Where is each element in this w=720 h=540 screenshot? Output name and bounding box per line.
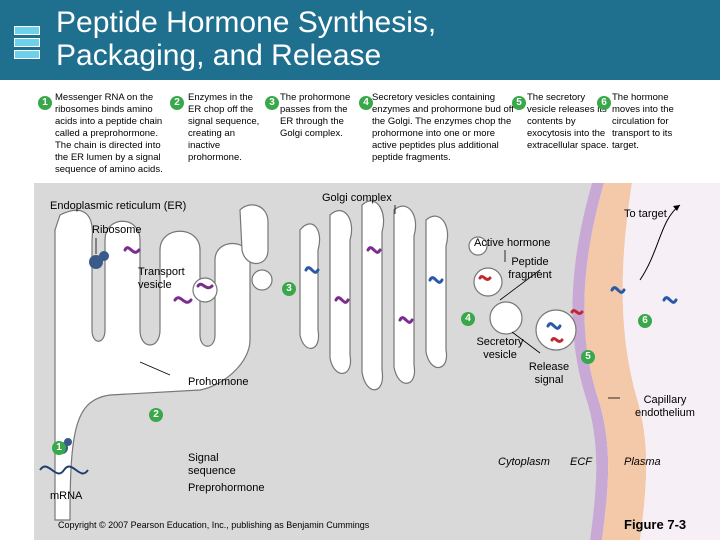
ecf-label: ECF [570, 456, 592, 468]
cytoplasm-label: Cytoplasm [498, 456, 550, 468]
er-label: Endoplasmic reticulum (ER) [50, 200, 187, 212]
capillary-endothelium-label: Capillary endothelium [635, 394, 695, 419]
transport-vesicle-label: Transport vesicle [138, 266, 185, 291]
figure-number: Figure 7-3 [624, 517, 687, 532]
plasma-region [622, 183, 720, 540]
signal-sequence-label: Signal sequence [188, 452, 236, 477]
page-title: Peptide Hormone Synthesis, Packaging, an… [56, 6, 436, 72]
copyright-text: Copyright © 2007 Pearson Education, Inc.… [58, 520, 370, 530]
secretory-vesicle-label: Secretory vesicle [476, 336, 524, 361]
to-target-arrow [639, 204, 681, 281]
step-2-badge: 2 [170, 96, 184, 110]
endoplasmic-reticulum [54, 204, 269, 521]
step-3-badge: 3 [265, 96, 279, 110]
step-5-text: The secretory vesicle releases its conte… [527, 92, 609, 151]
title-line-1: Peptide Hormone Synthesis, [56, 6, 437, 39]
secretory-vesicles [489, 301, 577, 351]
capillary-endothelium [584, 183, 647, 540]
step-6-text: The hormone moves into the circulation f… [612, 92, 674, 151]
step-1-text: Messenger RNA on the ribosomes binds ami… [55, 92, 163, 175]
release-signal-label: Release signal [528, 361, 570, 386]
title-bar [0, 0, 720, 80]
cell-membrane [572, 183, 609, 540]
step-5-badge: 5 [512, 96, 526, 110]
to-target-arrowhead [673, 205, 680, 211]
diagram-step-3: 3 [282, 282, 296, 296]
diagram-step-4: 4 [461, 312, 475, 326]
prohormone-chains [123, 246, 414, 324]
step-4-badge: 4 [359, 96, 373, 110]
peptide-fragments [478, 275, 584, 343]
step-1-badge: 1 [38, 96, 52, 110]
preprohormone-label: Preprohormone [188, 482, 265, 494]
step-3-text: The prohormone passes from the ER throug… [280, 92, 351, 139]
stack-icon [14, 26, 40, 66]
step-2-text: Enzymes in the ER chop off the signal se… [188, 92, 260, 163]
mrna-strand [39, 465, 89, 475]
active-hormone-label: Active hormone [474, 237, 551, 249]
golgi-label: Golgi complex [322, 192, 392, 204]
diagram-step-2: 2 [149, 408, 163, 422]
title-line-2: Packaging, and Release [56, 39, 382, 72]
mrna-label: mRNA [50, 490, 83, 502]
plasma-label: Plasma [624, 456, 661, 468]
diagram-step-6: 6 [638, 314, 652, 328]
peptide-fragment-label: Peptide fragment [508, 256, 552, 281]
step-6-badge: 6 [597, 96, 611, 110]
diagram-step-1: 1 [52, 441, 66, 455]
prohormone-label: Prohormone [188, 376, 249, 388]
diagram-step-5: 5 [581, 350, 595, 364]
active-hormone-peptides [304, 266, 678, 330]
to-target-label: To target [624, 208, 667, 220]
golgi-complex [299, 200, 449, 391]
step-4-text: Secretory vesicles containing enzymes an… [372, 92, 514, 163]
ribosome-label: Ribosome [92, 224, 142, 236]
leader-lines [95, 205, 620, 399]
